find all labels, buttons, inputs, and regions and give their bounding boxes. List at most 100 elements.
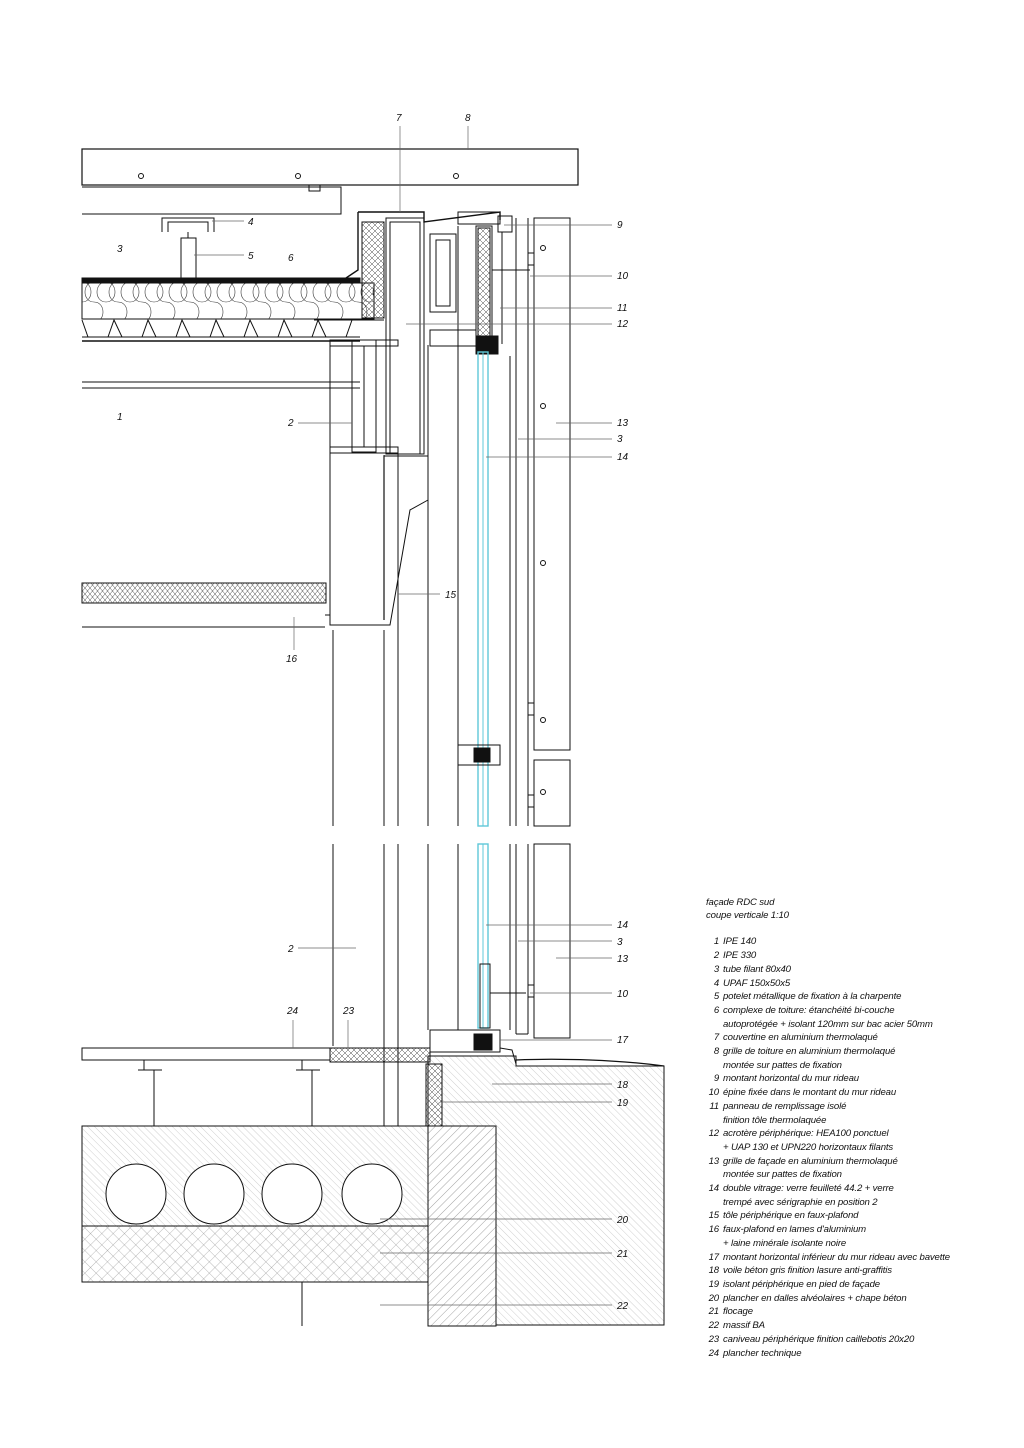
parapet-insulation — [361, 221, 385, 319]
callout-8: 8 — [465, 113, 471, 124]
legend-number — [706, 1114, 723, 1128]
legend-number: 17 — [708, 1251, 720, 1263]
legend-text: montée sur pattes de fixation — [723, 1169, 842, 1181]
legend-number — [706, 1018, 723, 1032]
legend-text: + UAP 130 et UPN220 horizontaux filants — [723, 1141, 894, 1153]
callout-20: 20 — [616, 1215, 629, 1226]
legend-number: 3 — [713, 963, 719, 975]
callout-3: 3 — [117, 244, 123, 255]
legend-text: acrotère périphérique: HEA100 ponctuel — [723, 1128, 889, 1140]
legend-subtitle-line: coupe verticale 1:10 — [706, 910, 789, 922]
callout-2: 2 — [287, 418, 294, 429]
legend-text: grille de façade en aluminium thermolaqu… — [723, 1155, 898, 1167]
legend-text: trempé avec sérigraphie en position 2 — [723, 1196, 878, 1208]
legend-item: 7 couvertine en aluminium thermolaqué — [706, 1031, 1006, 1045]
legend-text: caniveau périphérique finition caillebot… — [723, 1333, 915, 1345]
legend-number: 1 — [713, 936, 719, 948]
roof-insulation — [81, 282, 375, 320]
callout-18: 18 — [617, 1080, 629, 1091]
legend-text: couvertine en aluminium thermolaqué — [723, 1032, 878, 1044]
legend-number: 16 — [708, 1224, 720, 1236]
callout-4: 4 — [248, 217, 254, 228]
callout-15: 15 — [445, 590, 457, 601]
legend: façade RDC sud coupe verticale 1:10 1 IPE… — [706, 896, 1006, 1360]
legend-text: faux-plafond en lames d'aluminium — [723, 1224, 866, 1236]
legend-number: 11 — [709, 1100, 719, 1112]
concrete-wall — [427, 1125, 497, 1327]
callout-6: 6 — [288, 253, 294, 264]
legend-number: 6 — [713, 1004, 719, 1016]
legend-number: 20 — [708, 1292, 720, 1304]
callout-5: 5 — [248, 251, 254, 262]
legend-number: 7 — [713, 1032, 719, 1044]
legend-item: montée sur pattes de fixation — [706, 1059, 1006, 1073]
roof-grille — [81, 148, 579, 186]
callout-16: 16 — [286, 654, 298, 665]
legend-item: 3 tube filant 80x40 — [706, 963, 1006, 977]
flocking — [81, 1225, 429, 1283]
legend-number: 9 — [713, 1073, 719, 1085]
legend-text: tôle périphérique en faux-plafond — [723, 1210, 859, 1222]
legend-number: 5 — [713, 991, 719, 1003]
legend-title-line: façade RDC sud — [706, 897, 775, 908]
legend-number: 10 — [708, 1087, 720, 1099]
callout-2b: 2 — [287, 944, 294, 955]
legend-text: grille de toiture en aluminium thermolaq… — [723, 1046, 896, 1058]
legend-text: UPAF 150x50x5 — [723, 977, 791, 989]
legend-title: façade RDC sud coupe verticale 1:10 — [706, 896, 1006, 922]
legend-number: 15 — [708, 1210, 720, 1222]
legend-number: 12 — [708, 1128, 720, 1140]
legend-text: double vitrage: verre feuilleté 44.2 + v… — [723, 1183, 894, 1195]
callout-22: 22 — [616, 1301, 629, 1312]
legend-item: finition tôle thermolaquée — [706, 1114, 1006, 1128]
legend-number — [706, 1196, 723, 1210]
infill-panel — [477, 227, 491, 343]
callout-14: 14 — [617, 452, 629, 463]
legend-number — [706, 1168, 723, 1182]
legend-text: épine fixée dans le montant du mur ridea… — [723, 1087, 897, 1099]
legend-number: 22 — [708, 1320, 720, 1332]
legend-text: + laine minérale isolante noire — [723, 1237, 847, 1249]
callout-10: 10 — [617, 271, 629, 282]
legend-item: autoprotégée + isolant 120mm sur bac aci… — [706, 1018, 1006, 1032]
legend-number: 23 — [708, 1333, 720, 1345]
legend-text: autoprotégée + isolant 120mm sur bac aci… — [723, 1018, 933, 1030]
false-ceiling — [81, 582, 327, 604]
legend-number: 2 — [713, 950, 719, 962]
legend-number — [706, 1237, 723, 1251]
legend-text: IPE 140 — [723, 936, 757, 948]
perimeter-insulation — [425, 1063, 443, 1127]
legend-text: montant horizontal inférieur du mur ride… — [723, 1251, 950, 1263]
legend-number — [706, 1059, 723, 1073]
callout-13: 13 — [617, 418, 629, 429]
facade-grille-lower — [533, 759, 571, 827]
legend-item: + UAP 130 et UPN220 horizontaux filants — [706, 1141, 1006, 1155]
callout-21: 21 — [616, 1249, 628, 1260]
callout-13b: 13 — [617, 954, 629, 965]
legend-item: montée sur pattes de fixation — [706, 1168, 1006, 1182]
legend-number: 21 — [708, 1306, 720, 1318]
legend-number — [706, 1141, 723, 1155]
legend-text: voile béton gris finition lasure anti-gr… — [723, 1265, 892, 1277]
legend-text: tube filant 80x40 — [723, 963, 791, 975]
legend-text: flocage — [723, 1306, 753, 1318]
callout-11: 11 — [617, 303, 627, 314]
legend-number: 24 — [708, 1347, 720, 1359]
callout-14b: 14 — [617, 920, 629, 931]
